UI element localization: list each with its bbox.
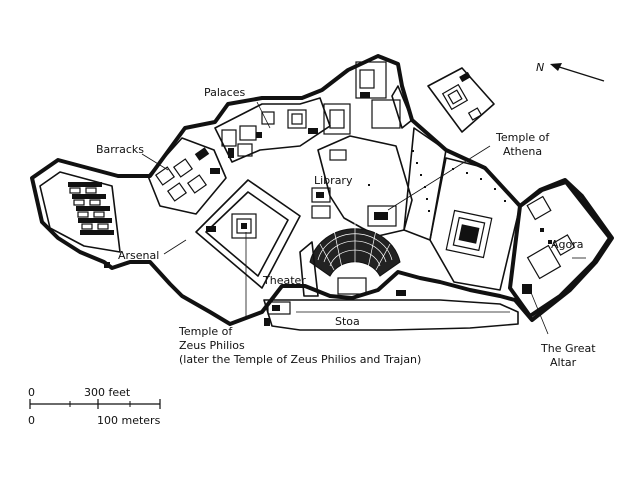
theater-seating-rows — [317, 222, 393, 271]
athena-temple-terrace — [429, 157, 521, 291]
palaces-complex — [214, 97, 351, 163]
scale-meters-label: 100 meters — [97, 414, 161, 427]
barracks-leader — [141, 153, 169, 171]
label-barracks: Barracks — [96, 143, 144, 156]
fortification-wall — [30, 54, 614, 326]
athena-precinct — [311, 127, 447, 241]
label-altar-line2: Altar — [550, 356, 577, 369]
palaces-leader — [256, 101, 271, 129]
north-arrow-shaft — [555, 65, 605, 82]
label-zeus-line2: Zeus Philios — [179, 339, 245, 352]
arsenal-leader — [163, 239, 187, 255]
label-theater: Theater — [262, 274, 306, 287]
north-arrow: N — [536, 61, 605, 82]
leader-lines — [141, 101, 586, 335]
north-label: N — [536, 61, 544, 74]
plan-labels: Palaces Barracks Arsenal Library Temple … — [96, 86, 596, 369]
label-zeus-line3: (later the Temple of Zeus Philios and Tr… — [179, 353, 421, 366]
arsenal-storerooms — [68, 182, 114, 235]
label-temple-athena-line1: Temple of — [495, 131, 550, 144]
label-library: Library — [314, 174, 353, 187]
scale-feet-zero: 0 — [28, 386, 35, 399]
altar-leader — [529, 289, 549, 335]
upper-buildings — [355, 61, 413, 129]
scale-feet-label: 300 feet — [84, 386, 131, 399]
scale-meters-zero: 0 — [28, 414, 35, 427]
label-temple-athena-line2: Athena — [503, 145, 542, 158]
label-palaces: Palaces — [204, 86, 245, 99]
barracks-complex — [147, 137, 227, 215]
arsenal-complex — [39, 171, 121, 268]
scale-bar: 0 300 feet 0 100 meters — [28, 386, 161, 427]
theater — [299, 222, 401, 297]
stoa — [263, 290, 519, 331]
label-altar-line1: The Great — [540, 342, 596, 355]
northeast-annex — [427, 67, 495, 133]
agora — [508, 180, 612, 318]
label-stoa: Stoa — [335, 315, 360, 328]
label-zeus-line1: Temple of — [178, 325, 233, 338]
zeus-precinct — [195, 179, 301, 289]
precinct-stoa-columns — [412, 150, 430, 212]
label-agora: Agora — [551, 238, 584, 251]
label-arsenal: Arsenal — [118, 249, 159, 262]
north-arrow-head — [550, 63, 562, 71]
athena-leader — [387, 145, 491, 211]
terrace-columns — [452, 168, 506, 202]
